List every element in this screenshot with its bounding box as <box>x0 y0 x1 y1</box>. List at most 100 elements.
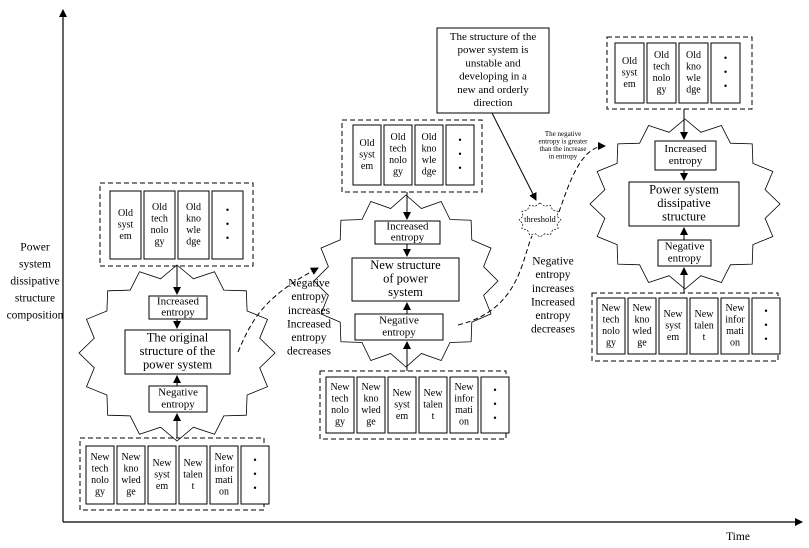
transition-curves <box>237 142 606 353</box>
entropy-text: entropy <box>161 307 195 319</box>
stage3-new-cell-text: • <box>764 334 768 345</box>
callout-line: direction <box>473 97 513 109</box>
threshold-note-line: The negative <box>545 130 581 138</box>
stage1-new-cell <box>209 445 239 505</box>
stage2-new-cell-text: New <box>424 388 444 399</box>
stage2-old-cell <box>383 124 413 186</box>
y-axis-label-line: structure <box>15 293 55 305</box>
stage2-old-cell-text: dge <box>422 167 437 178</box>
entropy-text: entropy <box>382 327 416 339</box>
stage1-old-cell-text: syst <box>118 219 134 230</box>
structure-title-text: New structure <box>370 258 441 272</box>
stage1-new-cell-text: New <box>184 458 204 469</box>
stage2-new-cell <box>356 376 386 434</box>
stage3-new-cell <box>627 297 657 355</box>
structure-title-text: structure of the <box>140 344 216 358</box>
entropy-text: Negative <box>379 315 419 327</box>
stage1-new-cell-text: tech <box>92 464 109 475</box>
stage3-new-cell <box>720 297 750 355</box>
stage3-old-cell <box>678 42 709 104</box>
stage1-old-cell <box>177 190 210 260</box>
stage2-old-cell-text: • <box>458 163 462 174</box>
stage1-new-cell-text: t <box>192 481 195 492</box>
stage1-negative-entropy-box <box>148 385 208 413</box>
stage1-new-cell-text: infor <box>214 464 234 475</box>
stage2-old-cell-text: syst <box>359 149 375 160</box>
stage2-old-cell-text: tech <box>390 144 407 155</box>
stage1-new-cell-text: • <box>253 469 257 480</box>
stage3-new-cell-text: kno <box>635 315 650 326</box>
stage1-old-cell-text: gy <box>155 237 165 248</box>
stage2-new-cell-text: gy <box>335 417 345 428</box>
stage2-new-cell <box>449 376 479 434</box>
stage3-new-cell-text: nolo <box>602 326 620 337</box>
stage2-new-cell-text: New <box>331 382 351 393</box>
y-axis-label: Powersystemdissipativestructurecompositi… <box>7 242 64 322</box>
stage2-new-cell-text: New <box>455 382 475 393</box>
stage2-old-group <box>341 119 483 193</box>
callout-box <box>436 27 550 114</box>
stage1-old-cell-text: • <box>226 233 230 244</box>
stage1-old-cell-text: Old <box>152 202 167 213</box>
transition-line: decreases <box>531 324 576 336</box>
stage3-old-cell-text: gy <box>657 85 667 96</box>
y-axis-label-line: system <box>19 259 51 271</box>
stage1-old-cell-text: nolo <box>151 225 169 236</box>
stage1-new-cell <box>147 445 177 505</box>
transition-line: increases <box>288 305 331 317</box>
stage3-old-cell-text: Old <box>654 50 669 61</box>
transition-line: increases <box>532 283 575 295</box>
stage2-negative-entropy-box <box>354 313 444 341</box>
stage2-old-cell <box>445 124 475 186</box>
stage1-old-cell-text: wle <box>186 225 201 236</box>
threshold-note-line: than the increase <box>539 145 586 153</box>
callout-line: power system is <box>458 44 529 56</box>
x-axis-label: Time <box>726 531 750 543</box>
y-axis-label-line: composition <box>7 310 64 322</box>
stage3-old-cell-text: • <box>724 53 728 64</box>
entropy-text: entropy <box>391 232 425 244</box>
stage1-new-cell-text: on <box>219 487 229 498</box>
stage2-new-cell-text: infor <box>454 394 474 405</box>
structure-title-text: of power <box>383 271 429 285</box>
stage2-new-cell <box>480 376 510 434</box>
stage3-old-cell-text: Old <box>686 50 701 61</box>
stage3-structure-box <box>628 181 740 227</box>
stage1-old-cell-text: em <box>119 231 131 242</box>
stage1-old-cell-text: dge <box>186 237 201 248</box>
stage1-new-cell <box>178 445 208 505</box>
stage1-old-cell <box>109 190 142 260</box>
stage2-new-cell-text: • <box>493 385 497 396</box>
stage2-new-cell <box>387 376 417 434</box>
entropy-text: entropy <box>161 399 195 411</box>
stage1-new-cell-text: New <box>122 452 142 463</box>
stage1-old-cell-text: • <box>226 205 230 216</box>
stage2-new-cell-text: ge <box>366 417 376 428</box>
stage2-new-cell-text: nolo <box>331 405 349 416</box>
stage3-new-cell-text: • <box>764 306 768 317</box>
stage3-new-cell-text: t <box>703 332 706 343</box>
stage2-new-cell-text: • <box>493 399 497 410</box>
transition-line: entropy <box>291 332 326 344</box>
stage2-new-cell-text: syst <box>394 399 410 410</box>
threshold-label: threshold <box>524 214 556 224</box>
stage1-new-cell <box>240 445 270 505</box>
entropy-text: Increased <box>386 221 429 233</box>
transition-line: entropy <box>535 310 570 322</box>
stage2-new-cell-text: t <box>432 411 435 422</box>
stage1-structure-box <box>124 329 231 375</box>
stage3-new-cell-text: • <box>764 320 768 331</box>
stage3-old-cell-text: kno <box>686 62 701 73</box>
stage2-old-cell <box>414 124 444 186</box>
stage1-new-cell-text: mati <box>215 475 233 486</box>
stage3-old-cell-text: • <box>724 81 728 92</box>
structure-title-text: The original <box>147 330 209 344</box>
stage3-negative-entropy-box <box>657 239 712 267</box>
stage3-new-cell-text: wled <box>632 326 651 337</box>
structure-title-text: power system <box>143 357 212 371</box>
stage1-new-cell-text: gy <box>95 487 105 498</box>
